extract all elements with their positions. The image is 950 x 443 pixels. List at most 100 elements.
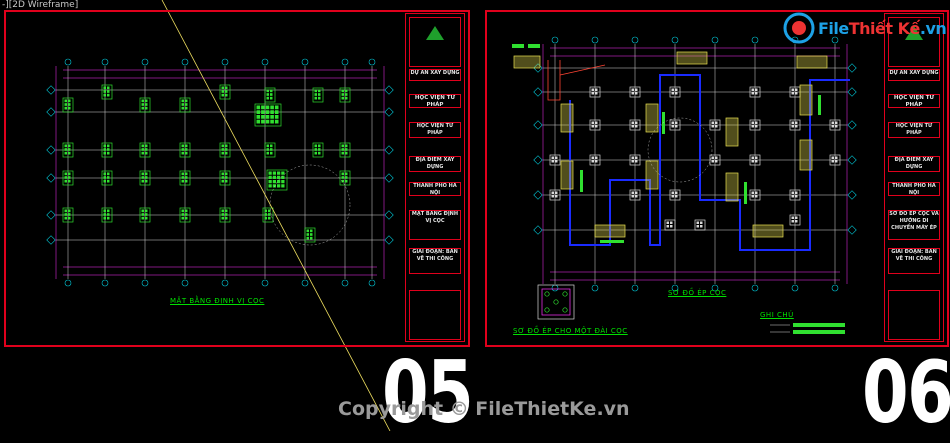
plan05-pile-cap: [101, 142, 113, 158]
logo-text: FileThiết Kế.vn: [818, 19, 947, 38]
plan05-pile-cap-pile: [181, 176, 184, 179]
plan06-axis-bubble-top: [591, 36, 599, 44]
plan05-pile-cap-pile: [181, 106, 184, 110]
plan05-pile-cap-pile: [264, 216, 267, 220]
plan05-pile-cap-pile: [264, 209, 267, 213]
plan05-pile-cap-large-pile: [274, 119, 279, 124]
plan05-pile-cap-pile: [221, 144, 224, 148]
plan05-pile-cap-pile: [68, 213, 71, 216]
plan06-pile-cap: [749, 86, 761, 98]
plan05-pile-cap-pile: [225, 179, 228, 183]
plan05-pile-cap-pile: [341, 148, 344, 151]
drawing-title: MẶT BẰNG ĐỊNH VỊ CỌC: [409, 210, 461, 240]
plan06-pile-cap-pile: [835, 160, 838, 163]
plan06-pile-cap-pile: [595, 160, 598, 163]
sheet-number-05: 05: [382, 343, 474, 443]
plan05-pile-cap: [179, 97, 191, 113]
plan05-pile-cap-pile: [141, 151, 144, 155]
plan05-pile-cap-pile: [225, 93, 228, 97]
plan06-pile-machine: [752, 224, 784, 238]
plan05-pile-cap-pile: [107, 90, 110, 93]
plan06-pile-cap: [694, 219, 706, 231]
plan06-pile-cap-pile: [631, 121, 634, 124]
plan06-pile-cap-pile: [666, 225, 669, 228]
plan05-pile-cap-pile: [181, 99, 184, 103]
plan05-pile-cap-pile: [225, 86, 228, 90]
plan06-pile-machine: [645, 160, 659, 190]
plan05-pile-cap-pile: [185, 106, 188, 110]
plan06-pile-cap-pile: [711, 156, 714, 159]
detail-pile: [544, 307, 550, 313]
plan06-axis-bubble-left: [533, 225, 543, 235]
plan06-pile-cap-pile: [751, 125, 754, 128]
plan05-pile-cap-pile: [221, 86, 224, 90]
plan05-pile-cap-pile: [64, 213, 67, 216]
plan05-pile-cap-pile: [225, 213, 228, 216]
plan06-rail: [512, 44, 524, 48]
plan05-axis-bubble-right: [384, 173, 394, 183]
plan06-pile-cap-pile: [755, 88, 758, 91]
plan05-pile-cap-pile: [345, 179, 348, 183]
plan06-pile-cap-pile: [671, 121, 674, 124]
plan05-pile-cap-large-pile: [272, 184, 276, 188]
plan05-pile-cap-pile: [345, 148, 348, 151]
plan05-pile-cap: [264, 87, 276, 103]
plan06-axis-bubble-top: [671, 36, 679, 44]
logo-mark-icon: [783, 12, 815, 44]
plan05-pile-cap-pile: [145, 179, 148, 183]
plan05-axis-bubble-bottom: [181, 279, 189, 287]
plan05-axis-bubble-top: [101, 58, 109, 66]
plan05-pile-cap-pile: [306, 229, 309, 233]
plan06-pile-cap-pile: [795, 92, 798, 95]
plan06-pile-cap: [709, 119, 721, 131]
plan06-axis-bubble-bottom: [671, 284, 679, 292]
plan05-pile-cap-large-pile: [261, 105, 265, 110]
plan06-pile-cap-pile: [591, 160, 594, 163]
plan05-pile-cap-pile: [145, 209, 148, 213]
plan06-pile-cap-pile: [591, 121, 594, 124]
plan05-pile-cap-pile: [68, 151, 71, 155]
signature-table: [409, 290, 461, 340]
plan06-pile-cap-pile: [751, 92, 754, 95]
plan05-pile-cap-large-pile: [272, 180, 276, 184]
plan06-axis-bubble-top: [711, 36, 719, 44]
plan06-pile-cap: [709, 154, 721, 166]
plan05-pile-cap-pile: [266, 93, 269, 96]
plan06-pile-cap-pile: [635, 191, 638, 194]
plan06-pile-cap: [749, 154, 761, 166]
plan05-pile-cap-pile: [221, 213, 224, 216]
plan06-pile-cap: [629, 189, 641, 201]
viewport-label[interactable]: -][2D Wireframe]: [2, 0, 79, 10]
plan06-pile-cap-pile: [635, 160, 638, 163]
plan06-axis-bubble-top: [831, 36, 839, 44]
plan05-pile-cap-pile: [266, 96, 269, 100]
plan06-pile-machine: [725, 172, 739, 202]
plan05-pile-cap-large: [254, 103, 282, 127]
plan05-axis-bubble-bottom: [341, 279, 349, 287]
plan05-pile-cap-pile: [68, 179, 71, 183]
plan05-pile-cap-large-pile: [272, 171, 276, 175]
plan05-pile-cap-pile: [141, 144, 144, 148]
plan05-pile-cap-large-pile: [274, 115, 279, 119]
plan06-pile-cap-pile: [791, 125, 794, 128]
plan05-axis-bubble-bottom: [301, 279, 309, 287]
plan06-pile-cap-pile: [791, 216, 794, 219]
plan06-pile-cap-pile: [700, 225, 703, 228]
plan05-pile-cap-pile: [181, 151, 184, 155]
plan06-pile-cap: [589, 154, 601, 166]
plan05-pile-cap-pile: [141, 103, 144, 106]
drawing-title: SƠ ĐỒ ÉP CỌC VÀ HƯỚNG DI CHUYỂN MÁY ÉP: [888, 210, 940, 240]
sheet-05-frame: [4, 10, 470, 347]
plan05-pile-cap-large-pile: [265, 115, 270, 119]
plan06-pile-cap-pile: [755, 160, 758, 163]
plan05-axis-bubble-left: [46, 85, 56, 95]
plan05-pile-cap-pile: [181, 179, 184, 183]
plan05-pile-cap: [62, 207, 74, 223]
plan05-pile-cap-large-pile: [268, 171, 272, 175]
plan06-pile-cap-pile: [715, 160, 718, 163]
plan05-pile-cap-large-pile: [265, 110, 270, 114]
plan05-pile-cap-pile: [103, 172, 106, 176]
plan05-axis-bubble-bottom: [221, 279, 229, 287]
plan05-pile-cap-large-pile: [277, 180, 281, 184]
